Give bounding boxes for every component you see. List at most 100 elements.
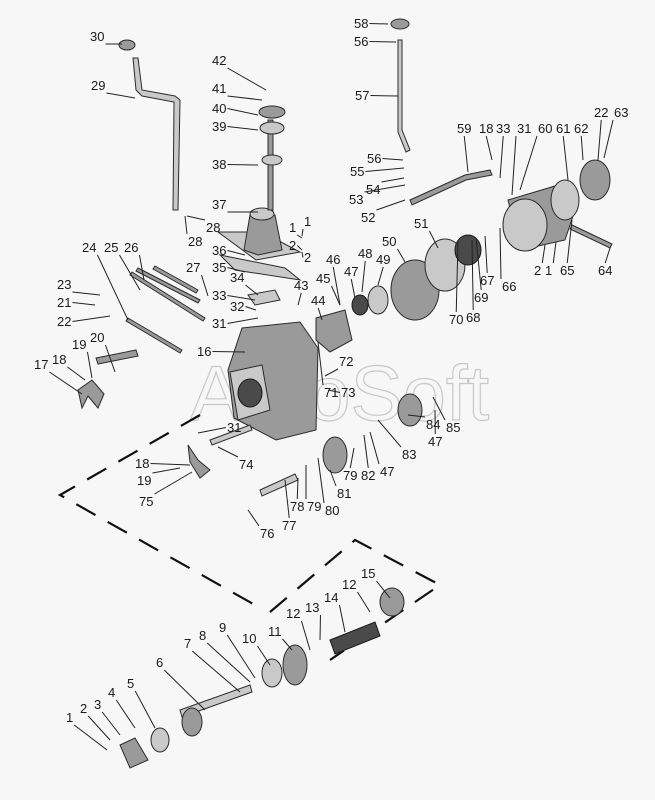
shaft-77 [259,473,299,497]
callout-number: 20 [90,330,104,345]
leader-line [552,241,557,264]
callout-number: 82 [361,468,375,483]
callout-67: 67 [480,235,494,288]
leader-line [317,341,324,386]
gear-15 [379,587,405,617]
leader-line [119,254,141,291]
leader-line [97,254,129,321]
callout-46: 46 [326,252,341,306]
callout-27: 27 [186,260,209,297]
callout-number: 28 [188,234,202,249]
callout-number: 29 [91,78,105,93]
leader-line [407,414,426,418]
leader-line [296,234,303,239]
leader-line [471,239,474,311]
callout-32: 32 [230,299,257,314]
leader-line [566,219,573,264]
callout-number: 81 [337,486,351,501]
leader-line [317,457,325,504]
callout-8: 8 [199,628,251,683]
callout-number: 31 [212,316,226,331]
callout-number: 37 [212,197,226,212]
leader-line [363,434,369,469]
leader-line [150,463,191,466]
callout-number: 42 [212,53,226,68]
callout-number: 84 [426,417,440,432]
subassembly-outline-left [57,414,256,606]
callout-50: 50 [382,234,406,263]
leader-line [382,158,404,161]
callout-number: 48 [358,246,372,261]
callout-82: 82 [361,434,375,483]
leader-line [257,645,271,666]
shift-rods [95,265,206,365]
leader-line [301,251,304,258]
callout-57: 57 [355,88,399,103]
leader-line [86,351,93,379]
callout-number: 76 [260,526,274,541]
callout-number: 69 [474,290,488,305]
callout-number: 34 [230,270,244,285]
callout-36: 36 [212,243,246,258]
callout-22: 22 [594,105,608,161]
callout-59: 59 [457,121,471,173]
leader-line [197,427,227,434]
callout-number: 63 [614,105,628,120]
callout-number: 23 [57,277,71,292]
gear-84 [397,393,423,427]
leader-line [200,274,209,297]
callout-2: 2 [301,250,311,265]
cover-3 [119,737,149,769]
callout-17: 17 [34,357,83,395]
leader-line [562,135,569,181]
callout-85: 85 [432,396,460,435]
callout-number: 61 [556,121,570,136]
callout-38: 38 [212,157,259,172]
callout-71: 71 [317,341,338,400]
leader-line [73,724,108,751]
callout-number: 71 [324,385,338,400]
callout-number: 85 [446,420,460,435]
leader-line [324,368,339,377]
callout-number: 18 [479,121,493,136]
callout-number: 43 [294,278,308,293]
callout-1: 1 [289,220,303,239]
callout-79: 79 [305,465,321,514]
callout-number: 22 [594,105,608,120]
callout-31: 31 [212,316,259,331]
callout-42: 42 [212,53,267,91]
callout-52: 52 [361,199,406,225]
callout-78: 78 [290,477,304,514]
leader-line [217,446,239,458]
callout-number: 1 [66,710,73,725]
callout-number: 65 [560,263,574,278]
callout-number: 9 [219,620,226,635]
bearing-5 [150,727,170,753]
gear-11 [282,644,308,686]
callout-number: 72 [339,354,353,369]
callout-41: 41 [212,81,263,101]
callout-number: 7 [184,636,191,651]
callout-number: 1 [304,214,311,229]
callout-4: 4 [108,685,136,729]
callout-77: 77 [282,479,296,533]
callout-75: 75 [139,471,193,509]
leader-line [138,254,145,281]
callout-number: 54 [366,182,380,197]
leader-line [282,638,293,651]
lever-57 [397,39,411,153]
leader-line [297,292,302,306]
leader-line [67,366,86,381]
callout-number: 19 [72,337,86,352]
callout-3: 3 [94,697,121,736]
subassembly-outline-right [269,538,443,661]
leader-line [72,302,96,306]
callout-53: 53 [349,184,406,207]
callout-number: 47 [344,264,358,279]
callout-11: 11 [268,624,293,651]
leader-line [227,267,246,273]
callout-1: 1 [545,241,557,278]
callout-23: 23 [57,277,101,296]
leader-line [72,315,111,322]
